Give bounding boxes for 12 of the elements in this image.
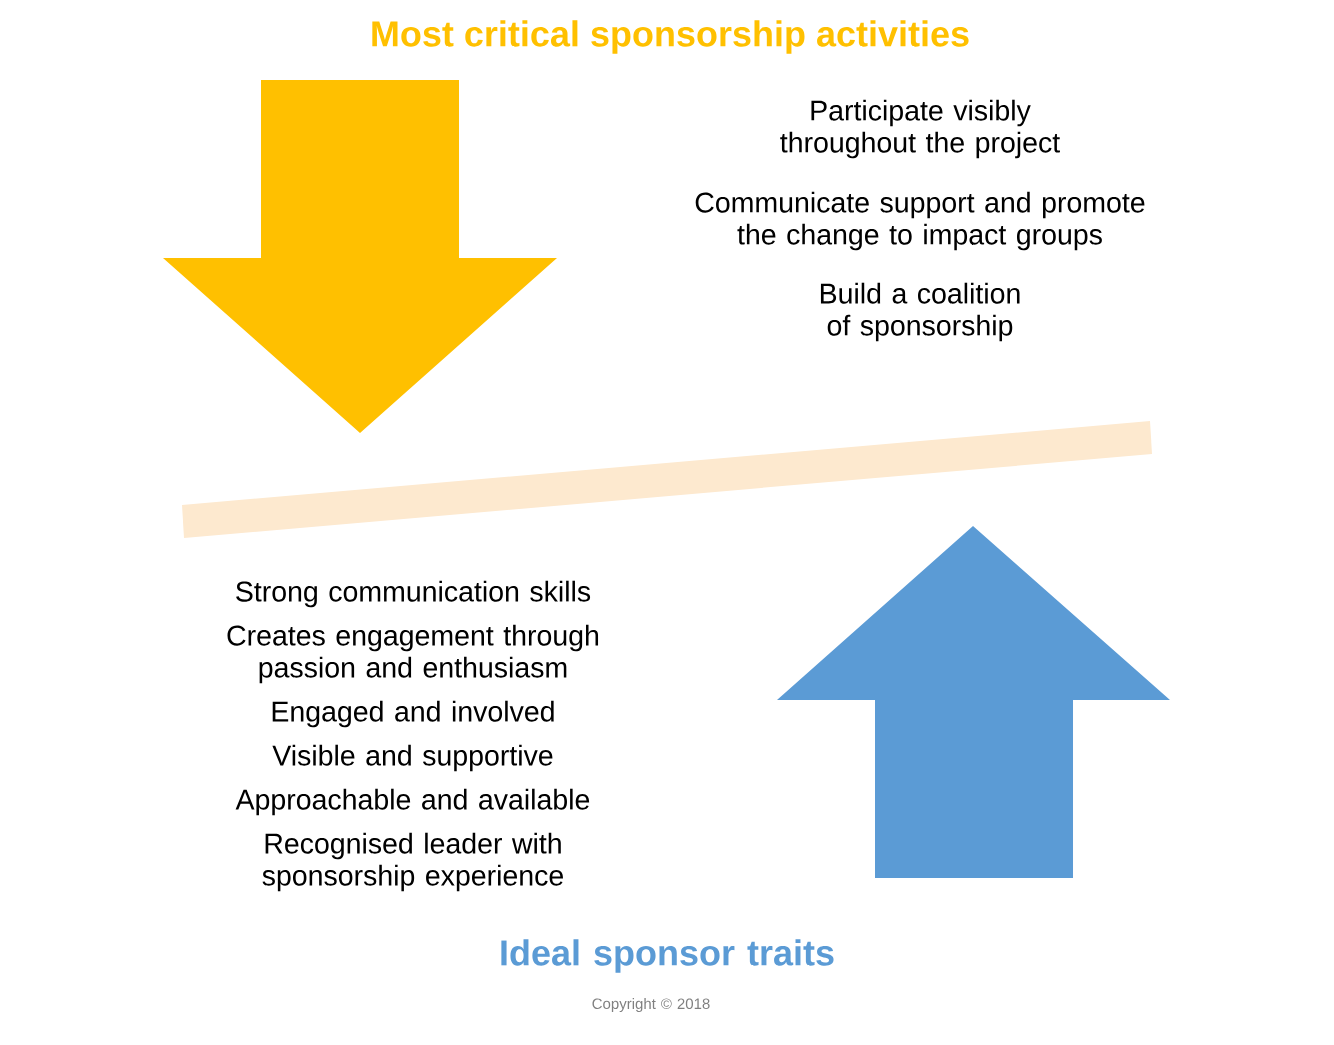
list-item: Engaged and involved bbox=[272, 700, 554, 728]
copyright-note: Copyright © 2018 bbox=[592, 998, 710, 1012]
heading: Ideal sponsor traits bbox=[501, 939, 834, 973]
list-item: Recognised leader with sponsorship experience bbox=[262, 832, 563, 892]
list-item: Visible and supportive bbox=[272, 744, 553, 772]
list-item: Communicate support and promote the change to impact groups bbox=[695, 191, 1145, 251]
list-item: Build a coalition of sponsorship bbox=[820, 282, 1020, 342]
list-item: Creates engagement through passion and enthusiasm bbox=[227, 624, 599, 684]
list-item: Participate visibly throughout the project bbox=[780, 99, 1060, 159]
title: Most critical sponsorship activities bbox=[372, 20, 969, 54]
list-item: Strong communication skills bbox=[236, 580, 591, 608]
list-item: Approachable and available bbox=[235, 788, 590, 816]
